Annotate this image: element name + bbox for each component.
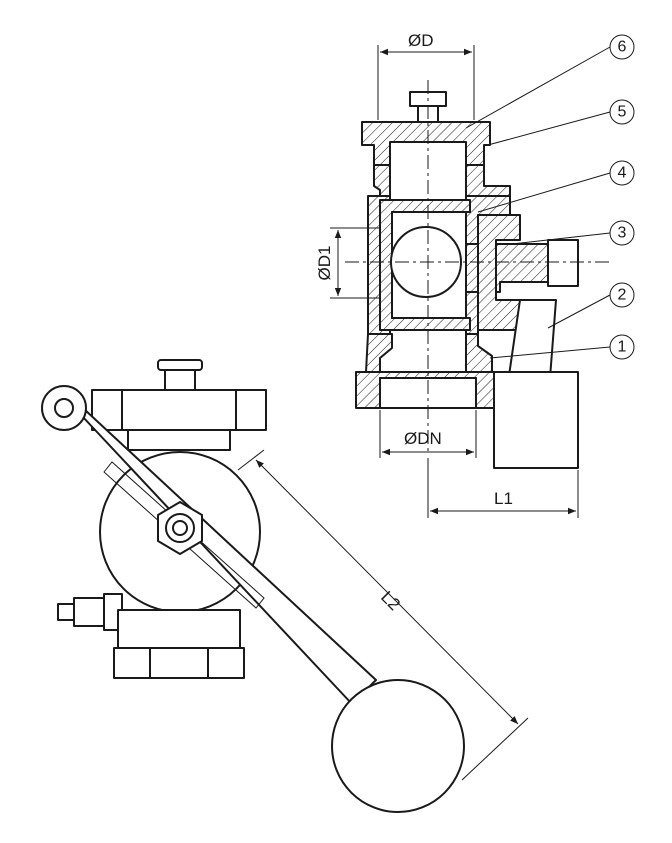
callout-leaders — [465, 46, 611, 359]
callout-6: 6 — [609, 34, 635, 60]
ext-top-knob-stem — [164, 369, 196, 391]
side-housing — [477, 214, 521, 331]
dimension-d1: ØD1 — [315, 227, 380, 299]
outlet-nut — [547, 239, 579, 287]
diameter-d-label: ØD — [408, 31, 434, 50]
callout-3-label: 3 — [618, 225, 627, 242]
dimension-d: ØD — [377, 31, 475, 120]
length-l2-label: L2 — [377, 587, 404, 614]
ext-bottom-nut — [113, 647, 245, 679]
upper-neck-right — [465, 164, 511, 197]
central-bolt-inner — [172, 520, 188, 536]
lower-neck-right — [465, 333, 493, 373]
lower-flange-plate — [493, 371, 579, 469]
ext-side-fitting-tip — [57, 603, 75, 621]
float-ball — [331, 679, 465, 813]
exterior-view — [41, 359, 465, 813]
length-l1-label: L1 — [494, 489, 513, 508]
ext-neck — [127, 429, 231, 451]
ext-top-cap — [91, 389, 267, 431]
ext-side-fitting — [73, 597, 105, 627]
callout-2-label: 2 — [618, 287, 627, 304]
dimension-dn: ØDN — [379, 410, 477, 458]
lower-neck — [365, 333, 393, 373]
callout-6-label: 6 — [618, 39, 627, 56]
callout-3: 3 — [609, 220, 635, 246]
ext-lower-body — [117, 609, 241, 649]
lever-eye-inner — [54, 398, 74, 418]
section-view — [345, 80, 610, 469]
top-cap — [361, 121, 491, 166]
callout-1-label: 1 — [618, 339, 627, 356]
callout-2: 2 — [609, 282, 635, 308]
callout-5: 5 — [609, 99, 635, 125]
diameter-dn-label: ØDN — [404, 429, 442, 448]
callout-4: 4 — [609, 160, 635, 186]
upper-neck-left — [373, 164, 391, 197]
diameter-d1-label: ØD1 — [315, 246, 334, 281]
callout-4-label: 4 — [618, 165, 627, 182]
callout-1: 1 — [609, 334, 635, 360]
ext-top-knob — [157, 359, 203, 371]
callout-5-label: 5 — [618, 104, 627, 121]
